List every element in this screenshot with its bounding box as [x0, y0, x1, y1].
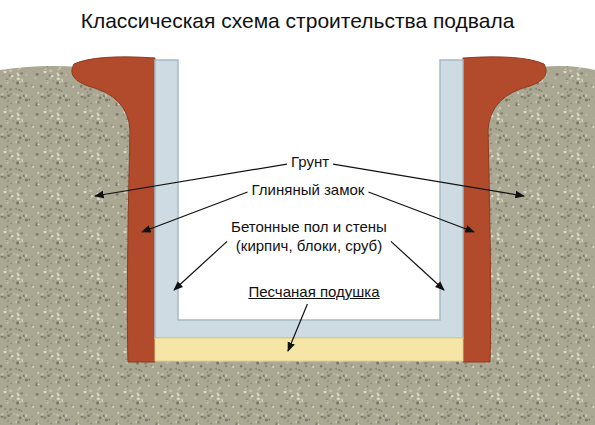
diagram-title: Классическая схема строительства подвала: [0, 9, 595, 33]
sand-cushion: [155, 338, 463, 361]
part-label: Бетонные пол и стены (кирпич, блоки, сру…: [219, 217, 399, 255]
part-label: Глиняный замок: [233, 180, 383, 199]
leader-arrow: [174, 241, 227, 290]
pit-interior: [178, 60, 440, 320]
part-label: Песчаная подушка: [229, 282, 399, 301]
part-label: Грунт: [250, 152, 370, 171]
leader-arrow: [288, 304, 307, 351]
concrete-walls-floor: [155, 60, 463, 338]
clay-lock-right: [463, 57, 546, 362]
leader-arrow: [391, 241, 444, 290]
clay-lock-left: [72, 57, 155, 362]
